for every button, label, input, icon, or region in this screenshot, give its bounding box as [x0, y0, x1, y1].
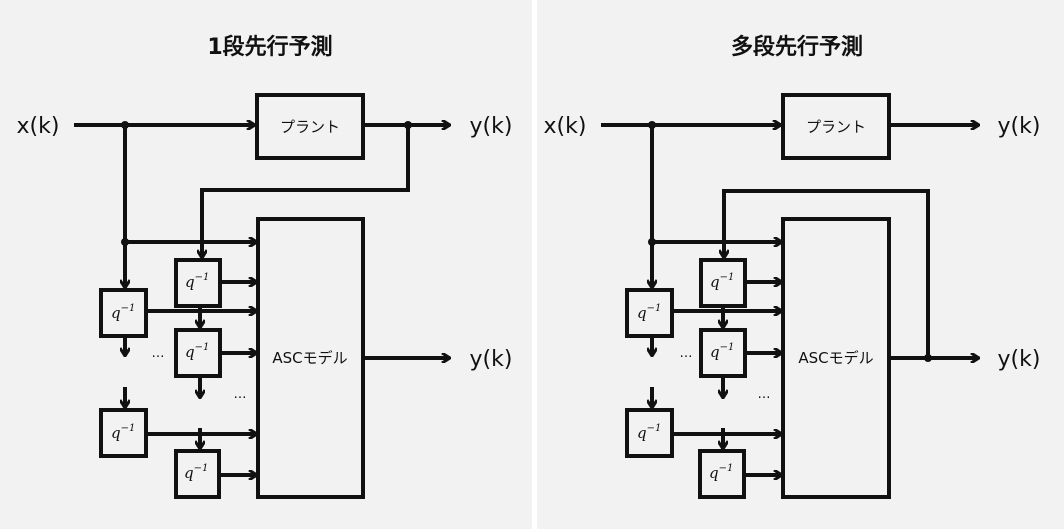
- delay-label: q−1: [637, 423, 661, 442]
- panel-title: 1段先行予測: [207, 34, 332, 60]
- delay-label: q−1: [184, 463, 208, 482]
- panel-title: 多段先行予測: [731, 34, 863, 60]
- delay-block: [699, 328, 747, 378]
- asc-model-label: ASCモデル: [272, 349, 347, 367]
- delay-label: q−1: [185, 272, 209, 291]
- asc-model-block: [781, 217, 891, 499]
- input-label: x(k): [544, 114, 587, 139]
- plant-label: プラント: [806, 118, 866, 136]
- diagram-one-step: 1段先行予測 x(k) プラント y(k) ASCモデル y(k) q−1 q−…: [17, 34, 513, 499]
- delay-label: q−1: [710, 272, 734, 291]
- ellipsis: …: [680, 346, 693, 361]
- feedback-line: [724, 189, 930, 358]
- plant-output-label: y(k): [470, 114, 513, 139]
- plant-block: [781, 93, 891, 160]
- delay-block: [99, 288, 148, 338]
- plant-label: プラント: [280, 118, 340, 136]
- delay-block: [698, 449, 746, 499]
- ellipsis: …: [234, 387, 247, 402]
- delay-block: [174, 258, 222, 308]
- delay-block: [174, 328, 222, 378]
- delay-label: q−1: [709, 463, 733, 482]
- delay-label: q−1: [185, 342, 209, 361]
- junction-dot: [924, 354, 932, 362]
- delay-block: [174, 449, 221, 499]
- ellipsis: …: [152, 346, 165, 361]
- input-label: x(k): [17, 114, 60, 139]
- delay-label: q−1: [710, 342, 734, 361]
- feedback-line: [202, 125, 410, 257]
- diagram-multi-step: 多段先行予測 x(k) プラント y(k) ASCモデル y(k) q−1 q−…: [544, 34, 1041, 499]
- asc-model-block: [256, 217, 365, 499]
- plant-output-label: y(k): [998, 114, 1041, 139]
- ellipsis: …: [758, 387, 771, 402]
- delay-label: q−1: [111, 303, 135, 322]
- model-output-label: y(k): [998, 347, 1041, 372]
- delay-block: [699, 258, 747, 308]
- model-output-label: y(k): [470, 347, 513, 372]
- delay-label: q−1: [111, 423, 135, 442]
- plant-block: [255, 93, 365, 160]
- delay-label: q−1: [637, 303, 661, 322]
- asc-model-label: ASCモデル: [798, 349, 873, 367]
